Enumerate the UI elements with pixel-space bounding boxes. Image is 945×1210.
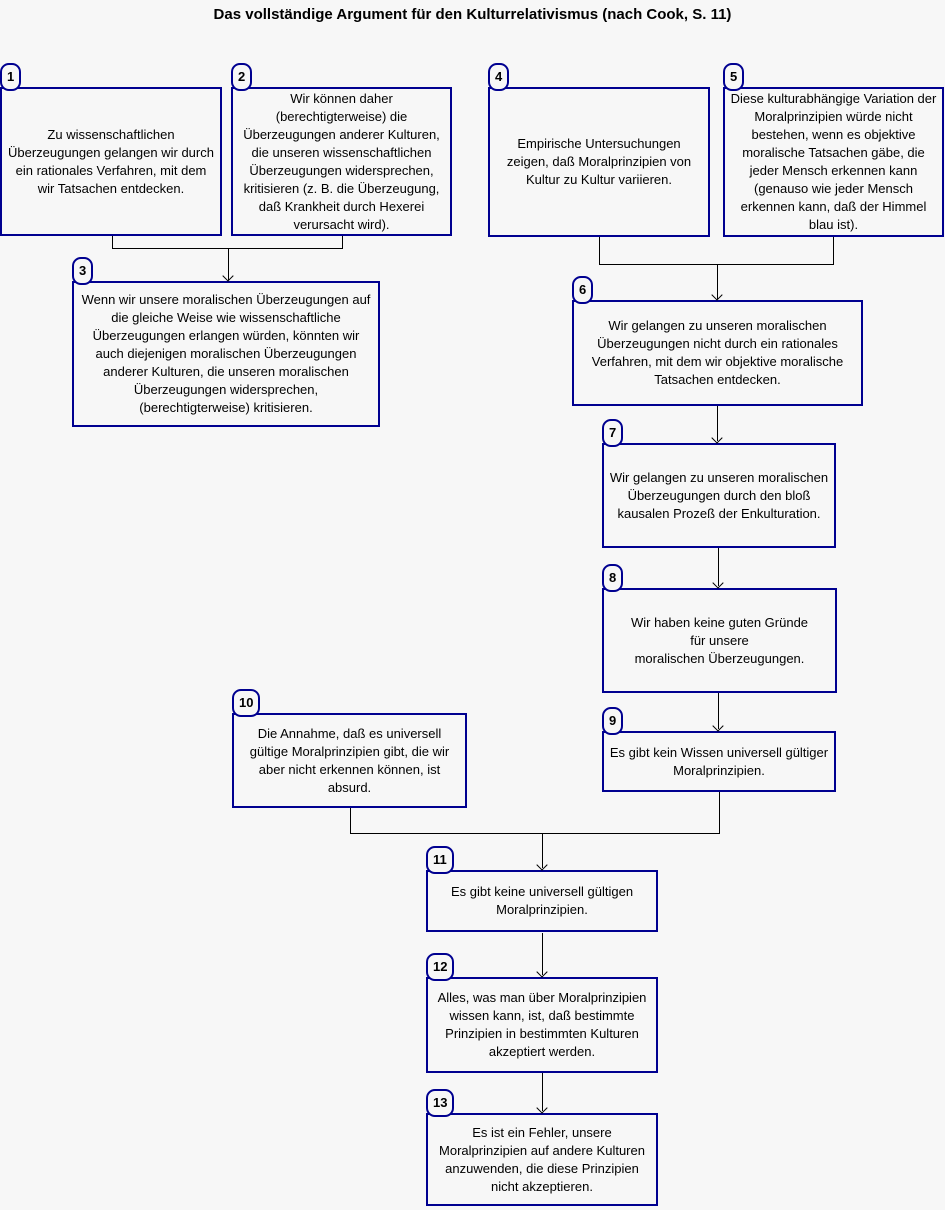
box-number-badge-13: 13 — [426, 1089, 455, 1117]
connector-line-from-box4 — [599, 237, 600, 265]
argument-box-12: 12 Alles, was man über Moralprinzipien w… — [426, 953, 658, 1073]
arrowhead-icon-to-box9 — [712, 720, 724, 732]
arrow-line-to-box12 — [542, 933, 543, 975]
box-number-badge-6: 6 — [572, 276, 594, 304]
diagram-title: Das vollständige Argument für den Kultur… — [213, 6, 732, 23]
box-text-5: Diese kulturabhängige Variation der Mora… — [730, 91, 937, 232]
arrow-line-to-box13 — [542, 1073, 543, 1111]
box-text-4: Empirische Untersuchungen zeigen, daß Mo… — [506, 136, 692, 187]
box-number-badge-8: 8 — [602, 564, 624, 592]
argument-box-9: 9 Es gibt kein Wissen universell gültige… — [602, 707, 836, 792]
box-number-badge-9: 9 — [602, 707, 624, 735]
box-text-2: Wir können daher (berechtigterweise) die… — [243, 90, 440, 232]
argument-box-4: 4 Empirische Untersuchungen zeigen, daß … — [488, 63, 710, 237]
argument-box-5: 5 Diese kulturabhängige Variation der Mo… — [723, 63, 944, 237]
box-number-badge-11: 11 — [426, 846, 454, 874]
connector-line-from-box2 — [342, 236, 343, 249]
box-number-badge-5: 5 — [723, 63, 745, 91]
connector-join-1-2 — [112, 248, 343, 249]
arrow-line-to-box11 — [542, 834, 543, 868]
arrowhead-icon-to-box12 — [536, 966, 548, 978]
box-number-badge-3: 3 — [72, 257, 94, 285]
arrow-line-to-box9 — [718, 693, 719, 729]
box-number-badge-10: 10 — [232, 689, 261, 717]
arrow-line-to-box8 — [718, 548, 719, 586]
argument-box-2: 2 Wir können daher (berechtigterweise) d… — [231, 63, 452, 236]
box-text-13: Es ist ein Fehler, unsere Moralprinzipie… — [439, 1124, 645, 1194]
connector-line-from-box9 — [719, 792, 720, 834]
argument-box-8: 8 Wir haben keine guten Gründe für unser… — [602, 564, 837, 693]
connector-join-4-5 — [599, 264, 834, 265]
connector-join-9-10 — [350, 833, 720, 834]
argument-box-7: 7 Wir gelangen zu unseren moralischen Üb… — [602, 419, 836, 548]
box-text-7: Wir gelangen zu unseren moralischen Über… — [609, 469, 829, 521]
argument-box-10: 10 Die Annahme, daß es universell gültig… — [232, 689, 467, 808]
arrowhead-icon-to-box13 — [536, 1102, 548, 1114]
box-text-1: Zu wissenschaftlichen Überzeugungen gela… — [8, 126, 214, 196]
arrowhead-icon-to-box11 — [536, 859, 548, 871]
argument-box-13: 13 Es ist ein Fehler, unsere Moralprinzi… — [426, 1089, 658, 1206]
connector-line-from-box5 — [833, 237, 834, 265]
argument-box-6: 6 Wir gelangen zu unseren moralischen Üb… — [572, 276, 863, 406]
arrowhead-icon-to-box8 — [712, 577, 724, 589]
arrowhead-icon-to-box6 — [711, 289, 723, 301]
box-number-badge-2: 2 — [231, 63, 253, 91]
arrowhead-icon-to-box3 — [222, 270, 234, 282]
argument-box-1: 1 Zu wissenschaftlichen Überzeugungen ge… — [0, 63, 222, 236]
arrowhead-icon-to-box7 — [711, 432, 723, 444]
arrow-line-to-box3 — [228, 249, 229, 280]
arrow-line-to-box7 — [717, 406, 718, 441]
box-number-badge-12: 12 — [426, 953, 455, 981]
connector-line-from-box1 — [112, 236, 113, 249]
box-number-badge-4: 4 — [488, 63, 510, 91]
box-text-8: Wir haben keine guten Gründe für unsere … — [630, 614, 809, 666]
argument-box-3: 3 Wenn wir unsere moralischen Überzeugun… — [72, 257, 380, 427]
arrow-line-to-box6 — [717, 265, 718, 299]
box-text-9: Es gibt kein Wissen universell gültiger … — [609, 744, 829, 778]
box-number-badge-7: 7 — [602, 419, 624, 447]
box-text-6: Wir gelangen zu unseren moralischen Über… — [591, 318, 844, 387]
box-text-10: Die Annahme, daß es universell gültige M… — [249, 725, 450, 795]
box-text-11: Es gibt keine universell gültigen Moralp… — [450, 884, 634, 917]
box-number-badge-1: 1 — [0, 63, 22, 91]
argument-box-11: 11 Es gibt keine universell gültigen Mor… — [426, 846, 658, 932]
box-text-3: Wenn wir unsere moralischen Überzeugunge… — [81, 292, 371, 415]
connector-line-from-box10 — [350, 808, 351, 834]
box-text-12: Alles, was man über Moralprinzipien wiss… — [437, 990, 647, 1059]
